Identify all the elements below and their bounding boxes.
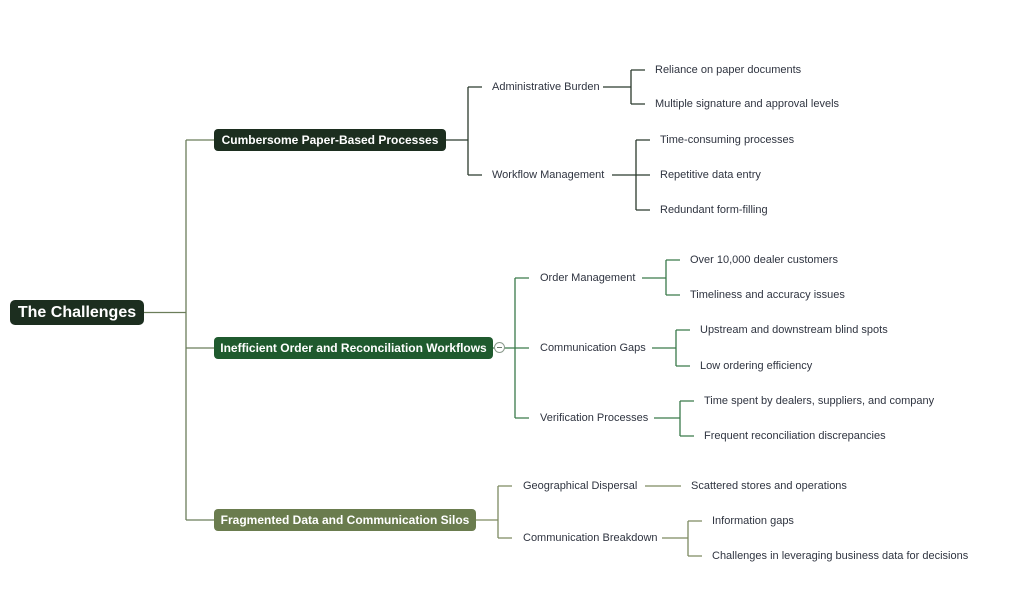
root-connector	[144, 139, 214, 521]
branch-node-order-workflows[interactable]: Inefficient Order and Reconciliation Wor…	[214, 337, 493, 359]
branch-3-connector	[476, 485, 512, 539]
subtopic-workflow-management[interactable]: Workflow Management	[492, 169, 605, 181]
sub-communication-gaps-connector	[652, 329, 690, 367]
subtopic-communication-breakdown[interactable]: Communication Breakdown	[523, 532, 658, 544]
leaf-node[interactable]: Repetitive data entry	[660, 169, 761, 181]
leaf-node[interactable]: Time spent by dealers, suppliers, and co…	[704, 395, 935, 407]
sub-order-management-connector	[642, 259, 680, 296]
subtopic-order-management[interactable]: Order Management	[540, 272, 636, 284]
branch-node-data-silos[interactable]: Fragmented Data and Communication Silos	[214, 509, 476, 531]
sub-communication-breakdown-connector	[662, 520, 702, 557]
sub-verification-processes-connector	[654, 400, 694, 437]
branch-node-paper-processes[interactable]: Cumbersome Paper-Based Processes	[214, 129, 446, 151]
leaf-node[interactable]: Multiple signature and approval levels	[655, 98, 840, 110]
leaf-node[interactable]: Upstream and downstream blind spots	[700, 324, 888, 336]
sub-administrative-burden-connector	[603, 69, 645, 105]
leaf-node[interactable]: Time-consuming processes	[660, 134, 795, 146]
leaf-node[interactable]: Timeliness and accuracy issues	[690, 289, 845, 301]
leaf-node[interactable]: Frequent reconciliation discrepancies	[704, 430, 886, 442]
leaf-node[interactable]: Low ordering efficiency	[700, 360, 813, 372]
leaf-node[interactable]: Reliance on paper documents	[655, 64, 802, 76]
subtopic-geographical-dispersal[interactable]: Geographical Dispersal	[523, 480, 638, 492]
leaf-node[interactable]: Over 10,000 dealer customers	[690, 254, 838, 266]
subtopic-verification-processes[interactable]: Verification Processes	[540, 412, 649, 424]
root-node[interactable]: The Challenges	[10, 300, 144, 325]
subtopic-administrative-burden[interactable]: Administrative Burden	[492, 81, 600, 93]
leaf-node[interactable]: Information gaps	[712, 515, 794, 527]
leaf-node[interactable]: Challenges in leveraging business data f…	[712, 550, 969, 562]
leaf-node[interactable]: Scattered stores and operations	[691, 480, 847, 492]
sub-workflow-management-connector	[612, 139, 650, 211]
branch-1-connector	[446, 86, 482, 176]
subtopic-communication-gaps[interactable]: Communication Gaps	[540, 342, 646, 354]
leaf-node[interactable]: Redundant form-filling	[660, 204, 768, 216]
collapse-toggle-icon[interactable]	[494, 342, 505, 353]
